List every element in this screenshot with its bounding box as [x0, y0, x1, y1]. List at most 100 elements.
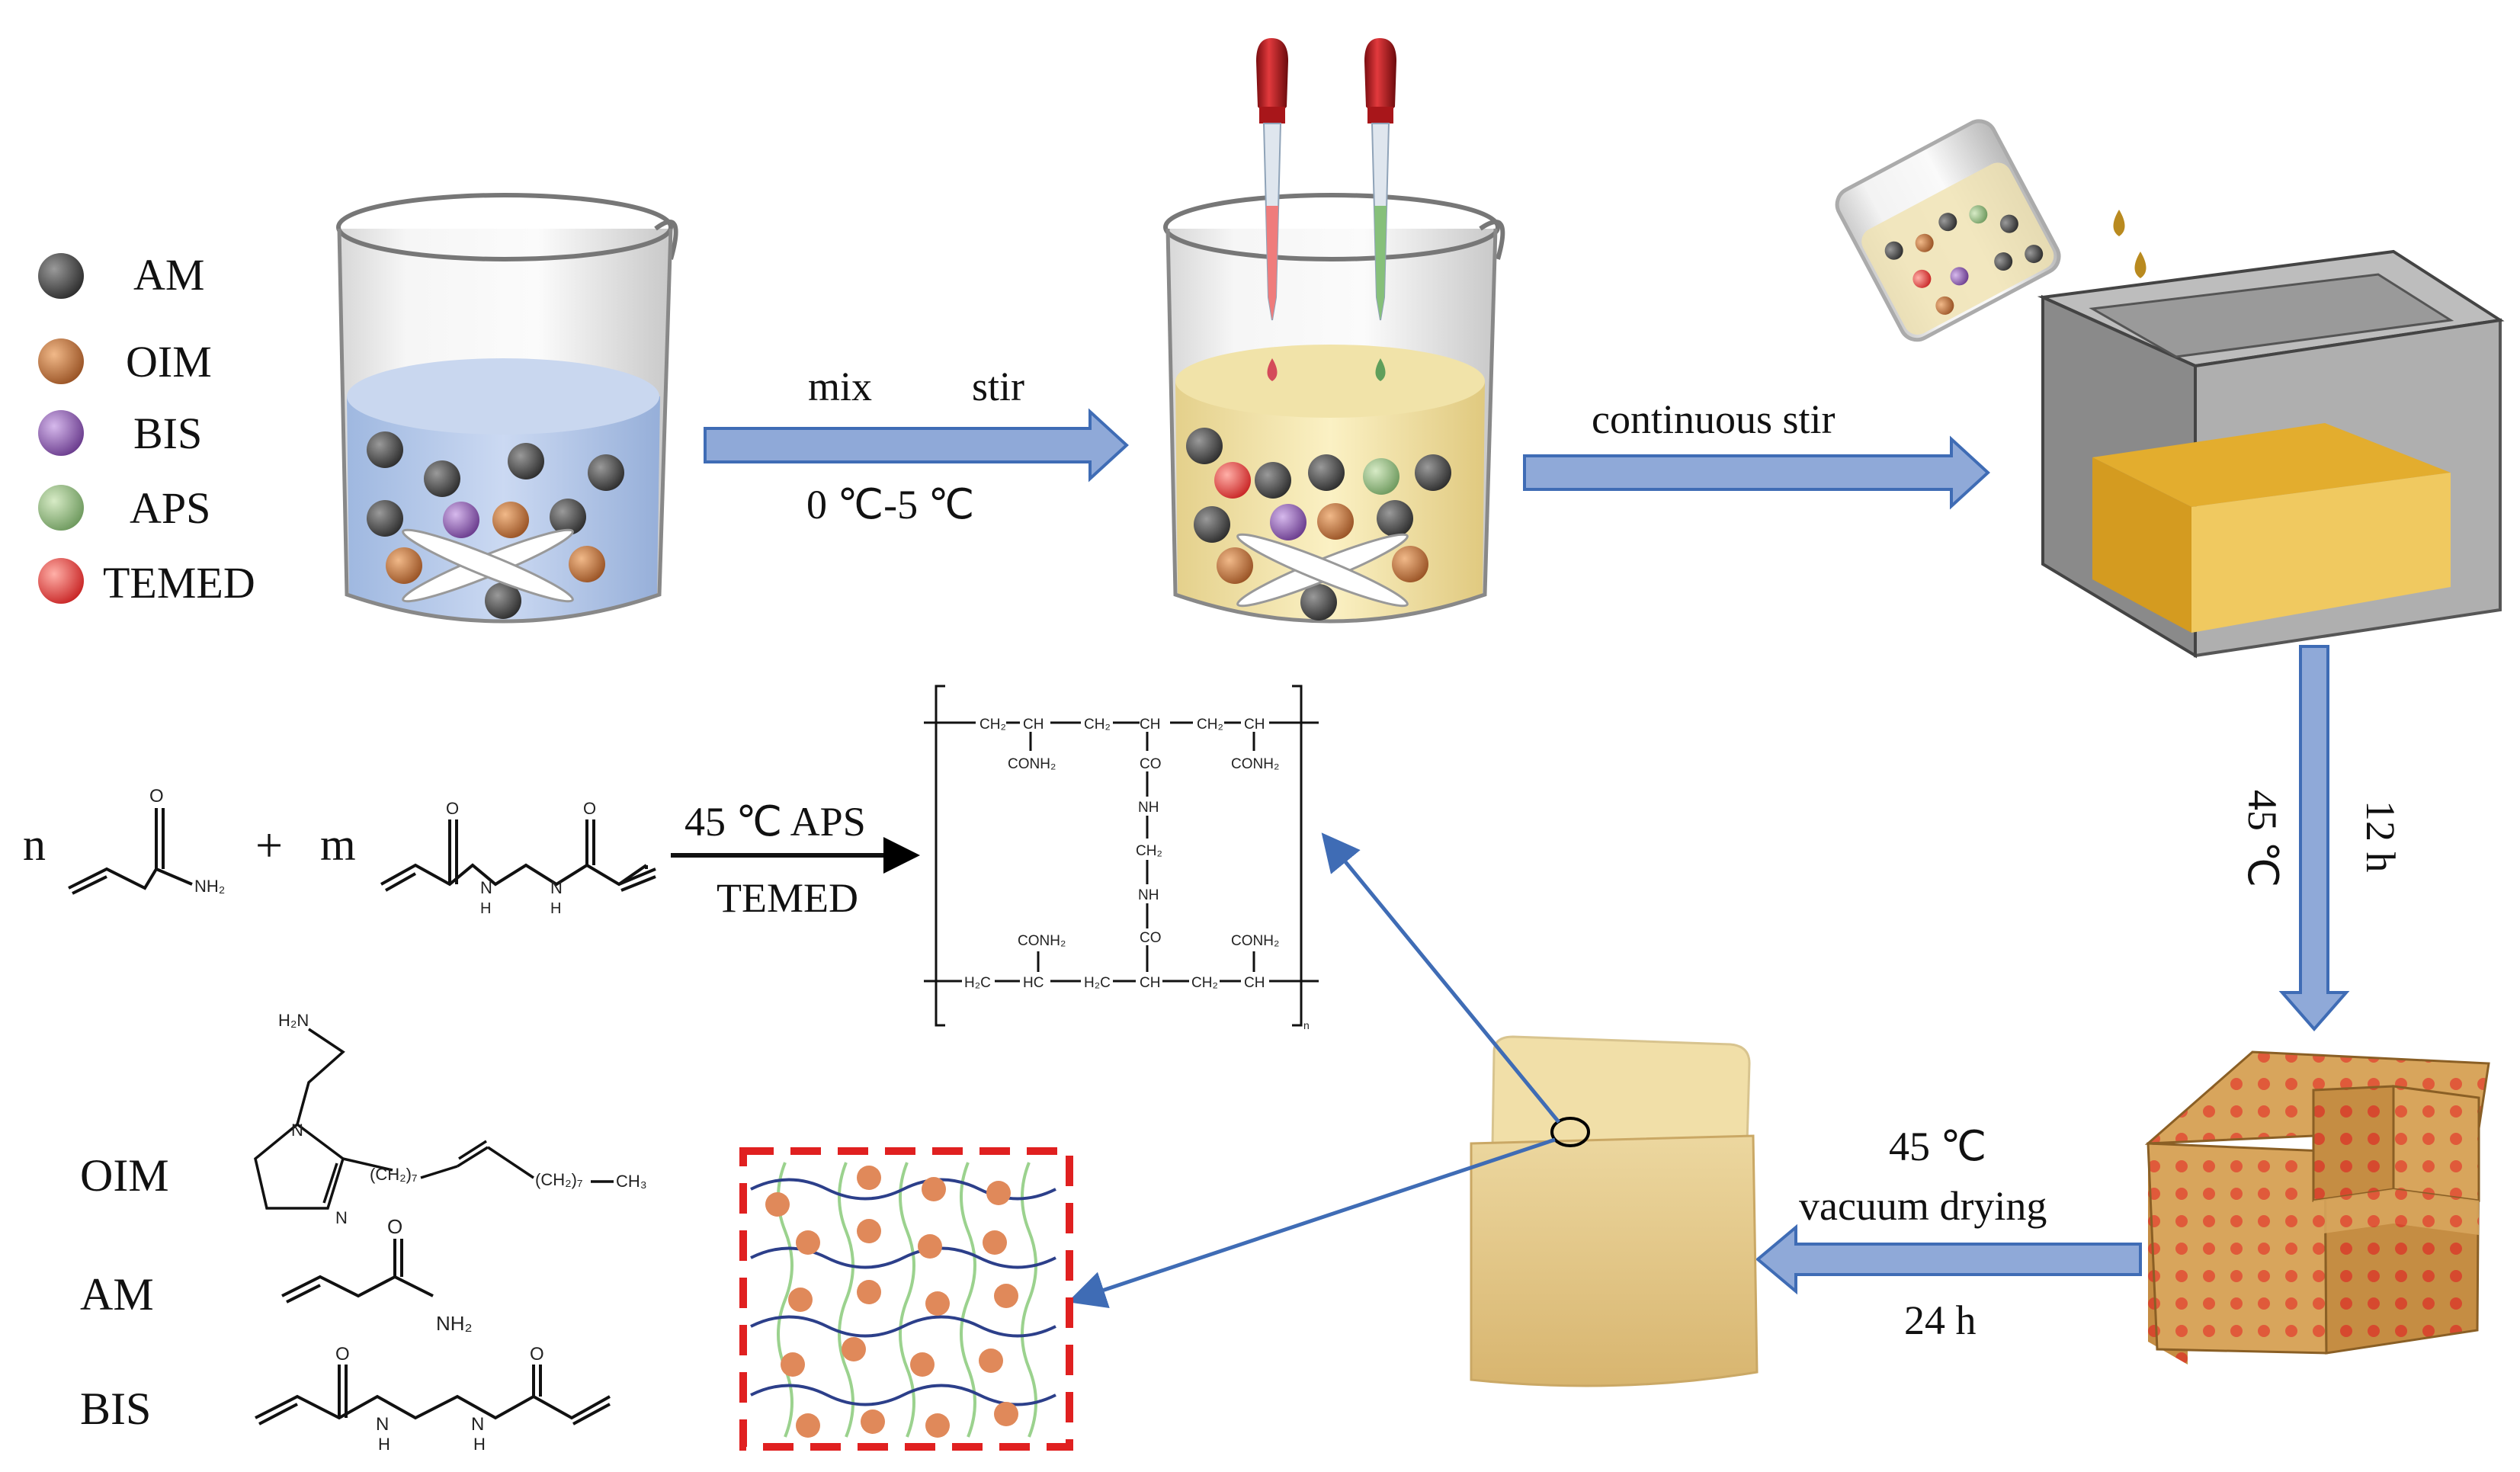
dried-sample	[1470, 1035, 1759, 1387]
poly-ch2-d: CH₂	[1191, 975, 1218, 991]
pointer-to-polymer	[1321, 832, 1560, 1124]
poly-ch-d: CH	[1140, 975, 1160, 991]
poly-conh2-d: CONH₂	[1231, 933, 1279, 949]
arrow-continuous-stir: continuous stir	[1523, 396, 1990, 510]
structure-bis-label: BIS	[80, 1384, 151, 1434]
label-dry-time: 24 h	[1904, 1297, 1977, 1343]
stir-bar-2	[1236, 533, 1409, 608]
poly-hc-a: HC	[1023, 975, 1044, 991]
poly-conh2-a: CONH₂	[1008, 756, 1056, 772]
legend-oim-dot	[38, 338, 84, 384]
label-cure-time: 12 h	[2358, 800, 2403, 873]
bis-struct-o1: O	[335, 1344, 350, 1365]
structure-bis: O O N H N H	[255, 1344, 611, 1454]
poly-ch2-c: CH₂	[1197, 717, 1223, 733]
network-box	[739, 1147, 1073, 1451]
legend-aps-dot	[38, 485, 84, 531]
reaction-conditions-bottom: TEMED	[717, 875, 858, 921]
poly-ch-c: CH	[1244, 717, 1265, 733]
structure-oim: H₂N N N (CH₂)₇ (CH₂)₇ CH₃	[254, 1011, 647, 1227]
pointer-to-network	[1067, 1137, 1556, 1309]
arrow-mix-stir: mix stir 0 ℃-5 ℃	[704, 364, 1129, 528]
poly-subscript-n: n	[1303, 1019, 1310, 1031]
label-cure-temperature: 45 ℃	[2239, 790, 2285, 887]
oim-ch2-7b: (CH₂)₇	[535, 1170, 583, 1189]
structure-am: O NH₂	[281, 1215, 473, 1335]
poly-nh-a: NH	[1138, 800, 1159, 816]
poly-conh2-c: CONH₂	[1018, 933, 1066, 949]
poly-ch-b: CH	[1140, 717, 1160, 733]
poly-h2c-a: H₂C	[964, 975, 991, 991]
structure-am-label: AM	[80, 1269, 154, 1320]
hydrogel-cube	[2144, 1050, 2490, 1365]
oim-h2n: H₂N	[278, 1011, 309, 1030]
bis-struct-h2: H	[473, 1435, 486, 1454]
reaction-m: m	[320, 819, 356, 870]
reaction-labels: n O NH₂ + m O O N H N H 45 ℃ APS TEMED	[23, 786, 866, 921]
beaker-initiator	[1163, 38, 1505, 624]
poly-ch2-a: CH₂	[979, 717, 1006, 733]
beaker-aqueous	[336, 193, 678, 624]
bis-n2: N	[550, 878, 563, 897]
structure-oim-label: OIM	[80, 1150, 169, 1201]
am-struct-nh2: NH₂	[436, 1312, 473, 1335]
poly-ch2-b: CH₂	[1084, 717, 1111, 733]
bis-struct-h1: H	[378, 1435, 390, 1454]
poly-ch-e: CH	[1244, 975, 1265, 991]
oim-n1: N	[291, 1121, 303, 1140]
bis-o2: O	[583, 799, 596, 818]
label-continuous-stir: continuous stir	[1592, 396, 1835, 442]
poly-conh2-b: CONH₂	[1231, 756, 1279, 772]
stir-bar-1	[402, 528, 574, 603]
poly-ch-a: CH	[1023, 717, 1044, 733]
bis-h1: H	[480, 900, 491, 917]
am-nh2: NH₂	[194, 877, 225, 896]
arrow-curing: 45 ℃ 12 h	[2239, 645, 2403, 1032]
poly-co-b: CO	[1140, 930, 1162, 946]
poly-nh-b: NH	[1138, 887, 1159, 903]
arrow-vacuum-drying: 45 ℃ vacuum drying 24 h	[1755, 1124, 2142, 1343]
label-mix: mix	[808, 364, 872, 409]
am-struct-o: O	[387, 1215, 402, 1238]
legend-aps-label: APS	[130, 483, 210, 533]
legend-temed-label: TEMED	[103, 558, 255, 608]
legend-bis-dot	[38, 410, 84, 456]
mold-liquid-top	[2092, 423, 2451, 507]
legend-oim-label: OIM	[126, 337, 212, 386]
oim-n2: N	[335, 1208, 348, 1227]
label-dry-temperature: 45 ℃	[1889, 1124, 1986, 1169]
pouring-beaker	[1835, 119, 2169, 342]
poly-co-a: CO	[1140, 756, 1162, 772]
dropper-temed	[1256, 38, 1288, 381]
bis-struct-n1: N	[376, 1414, 389, 1435]
dropper-aps	[1364, 38, 1396, 381]
polymer-structure: CH₂ CH CH₂ CH CH₂ CH CONH₂ CO CONH₂ NH C…	[924, 685, 1319, 1031]
particles-beaker2	[1186, 428, 1451, 621]
sample-magnify-circle	[1550, 1117, 1590, 1147]
poly-ch2-link: CH₂	[1136, 843, 1162, 859]
label-stir: stir	[972, 364, 1024, 409]
legend: AM OIM BIS APS TEMED	[38, 250, 255, 608]
bis-o1: O	[446, 799, 459, 818]
reaction-n: n	[23, 819, 46, 870]
legend-temed-dot	[38, 558, 84, 604]
reaction-conditions-top: 45 ℃ APS	[685, 799, 866, 845]
reaction-plus: +	[255, 818, 283, 872]
bis-h2: H	[550, 900, 561, 917]
am-o: O	[149, 786, 164, 807]
legend-am-label: AM	[133, 250, 204, 300]
structure-labels: OIM AM BIS	[80, 1150, 169, 1434]
bis-n1: N	[480, 878, 492, 897]
particles-beaker1	[367, 431, 624, 619]
oim-ch2-7a: (CH₂)₇	[370, 1165, 418, 1184]
label-temperature-range: 0 ℃-5 ℃	[806, 482, 974, 528]
oim-ch3: CH₃	[616, 1172, 647, 1191]
label-dry-method: vacuum drying	[1799, 1183, 2047, 1229]
mold-box	[2037, 249, 2505, 659]
poly-h2c-b: H₂C	[1084, 975, 1111, 991]
bis-struct-n2: N	[471, 1414, 484, 1435]
reaction-scheme	[68, 808, 920, 895]
legend-bis-label: BIS	[133, 409, 202, 458]
